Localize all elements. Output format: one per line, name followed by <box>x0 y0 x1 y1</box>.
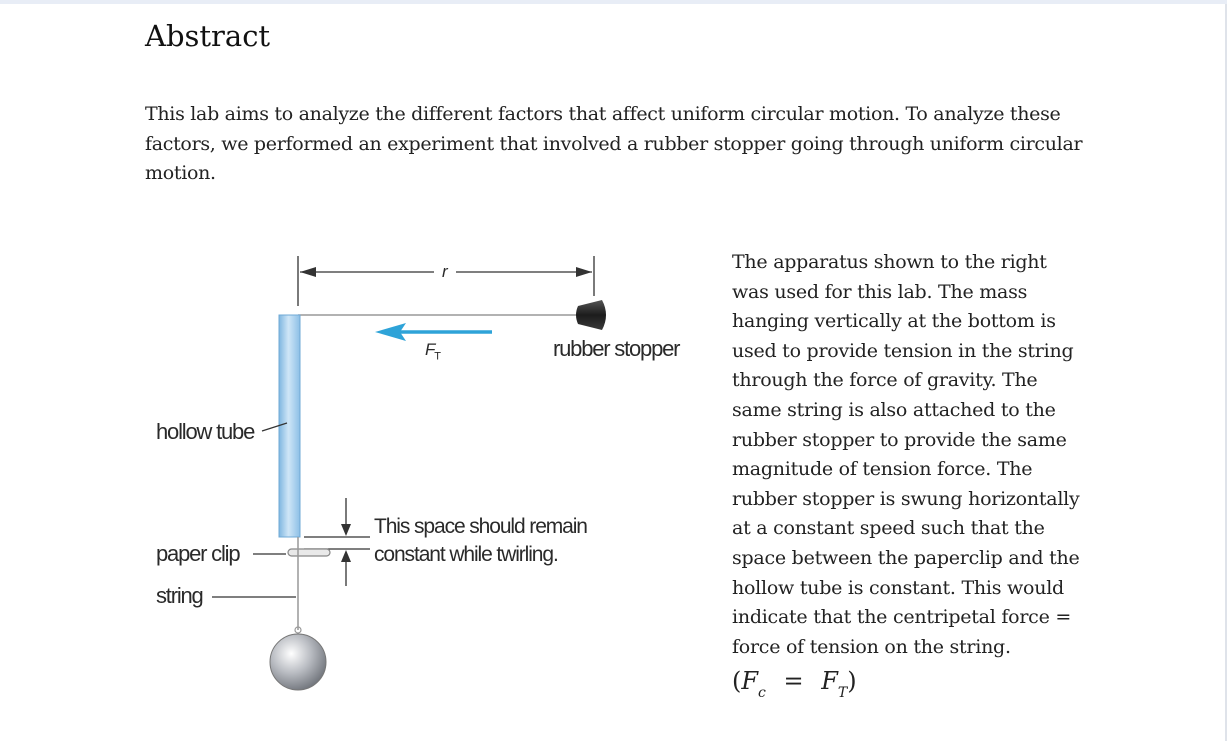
space-top-arrowhead <box>341 524 351 536</box>
paper-clip-label: paper clip <box>156 541 241 566</box>
formula-close-paren: ) <box>847 667 857 695</box>
mass-hook <box>294 626 302 634</box>
apparatus-figure: r FT rubber stopper hollow tube paper cl… <box>150 240 710 710</box>
force-subscript: T <box>434 350 441 363</box>
rubber-stopper-label: rubber stopper <box>553 336 680 361</box>
intro-paragraph: This lab aims to analyze the different f… <box>145 103 1083 184</box>
space-bottom-arrowhead <box>341 550 351 562</box>
formula-lhs-subscript: c <box>758 685 766 701</box>
section-heading: Abstract <box>145 19 271 53</box>
radius-label: r <box>442 262 448 281</box>
hollow-tube-label: hollow tube <box>156 419 255 444</box>
paper-clip-shape <box>287 548 331 557</box>
force-label: FT <box>425 338 441 368</box>
force-equation: (Fc = FT) <box>732 665 857 705</box>
apparatus-diagram <box>212 256 606 691</box>
string-label: string <box>156 583 204 608</box>
formula-lhs: F <box>741 667 759 695</box>
formula-rhs: F <box>821 667 838 695</box>
constant-space-note: This space should remain constant while … <box>374 515 588 566</box>
hanging-mass <box>269 633 327 691</box>
formula-open-paren: ( <box>732 667 742 695</box>
formula-equals: = <box>783 667 804 695</box>
tension-force-arrowhead <box>375 323 406 341</box>
formula-rhs-subscript: T <box>837 685 848 701</box>
rubber-stopper-shape <box>576 300 606 330</box>
hollow-tube-leader <box>261 422 288 432</box>
radius-arrowhead-right <box>576 267 592 277</box>
top-border <box>0 0 1227 4</box>
apparatus-description: The apparatus shown to the right was use… <box>732 251 1080 658</box>
force-symbol: F <box>425 340 435 359</box>
radius-arrowhead-left <box>300 267 316 277</box>
hollow-tube-shape <box>278 314 301 538</box>
right-border <box>1225 4 1227 741</box>
